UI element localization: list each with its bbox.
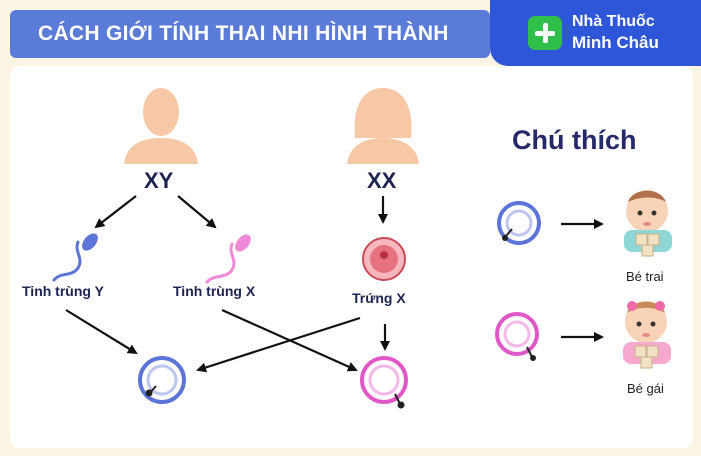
female-silhouette-icon <box>347 88 419 164</box>
arrow-egg-to-zygote-boy <box>196 316 361 373</box>
legend-girl-label: Bé gái <box>627 381 664 396</box>
brand-logo: Nhà Thuốc Minh Châu <box>490 0 701 66</box>
sperm-y-label: Tinh trùng Y <box>22 283 104 299</box>
legend-zygote-boy-icon <box>497 201 541 245</box>
zygote-girl-icon <box>360 356 408 409</box>
arrow-xy-to-sperm-y <box>94 195 137 229</box>
brand-name-line2: Minh Châu <box>572 33 659 52</box>
male-silhouette-icon <box>124 88 198 164</box>
mother-label: XX <box>367 168 397 193</box>
brand-name-line1: Nhà Thuốc <box>572 13 655 30</box>
flow-arrows <box>65 195 604 373</box>
father-label: XY <box>144 168 174 193</box>
page-title: CÁCH GIỚI TÍNH THAI NHI HÌNH THÀNH <box>38 22 449 45</box>
baby-girl-icon <box>623 301 671 369</box>
egg-label: Trứng X <box>352 290 406 306</box>
baby-boy-icon <box>624 190 672 257</box>
sperm-x-label: Tinh trùng X <box>173 283 256 299</box>
sperm-y-icon <box>52 233 98 282</box>
legend-zygote-girl-icon <box>495 312 539 361</box>
sperm-x-icon <box>205 234 251 284</box>
egg-icon <box>362 237 406 281</box>
legend-boy-label: Bé trai <box>626 269 664 284</box>
arrow-sperm-y-to-zygote-boy <box>65 309 138 355</box>
zygote-boy-icon <box>138 356 186 404</box>
legend-title: Chú thích <box>512 125 637 155</box>
pharmacy-cross-icon <box>528 16 562 50</box>
title-bar: CÁCH GIỚI TÍNH THAI NHI HÌNH THÀNH <box>10 10 490 58</box>
arrow-xy-to-sperm-x <box>177 195 217 229</box>
content-panel <box>10 66 693 448</box>
